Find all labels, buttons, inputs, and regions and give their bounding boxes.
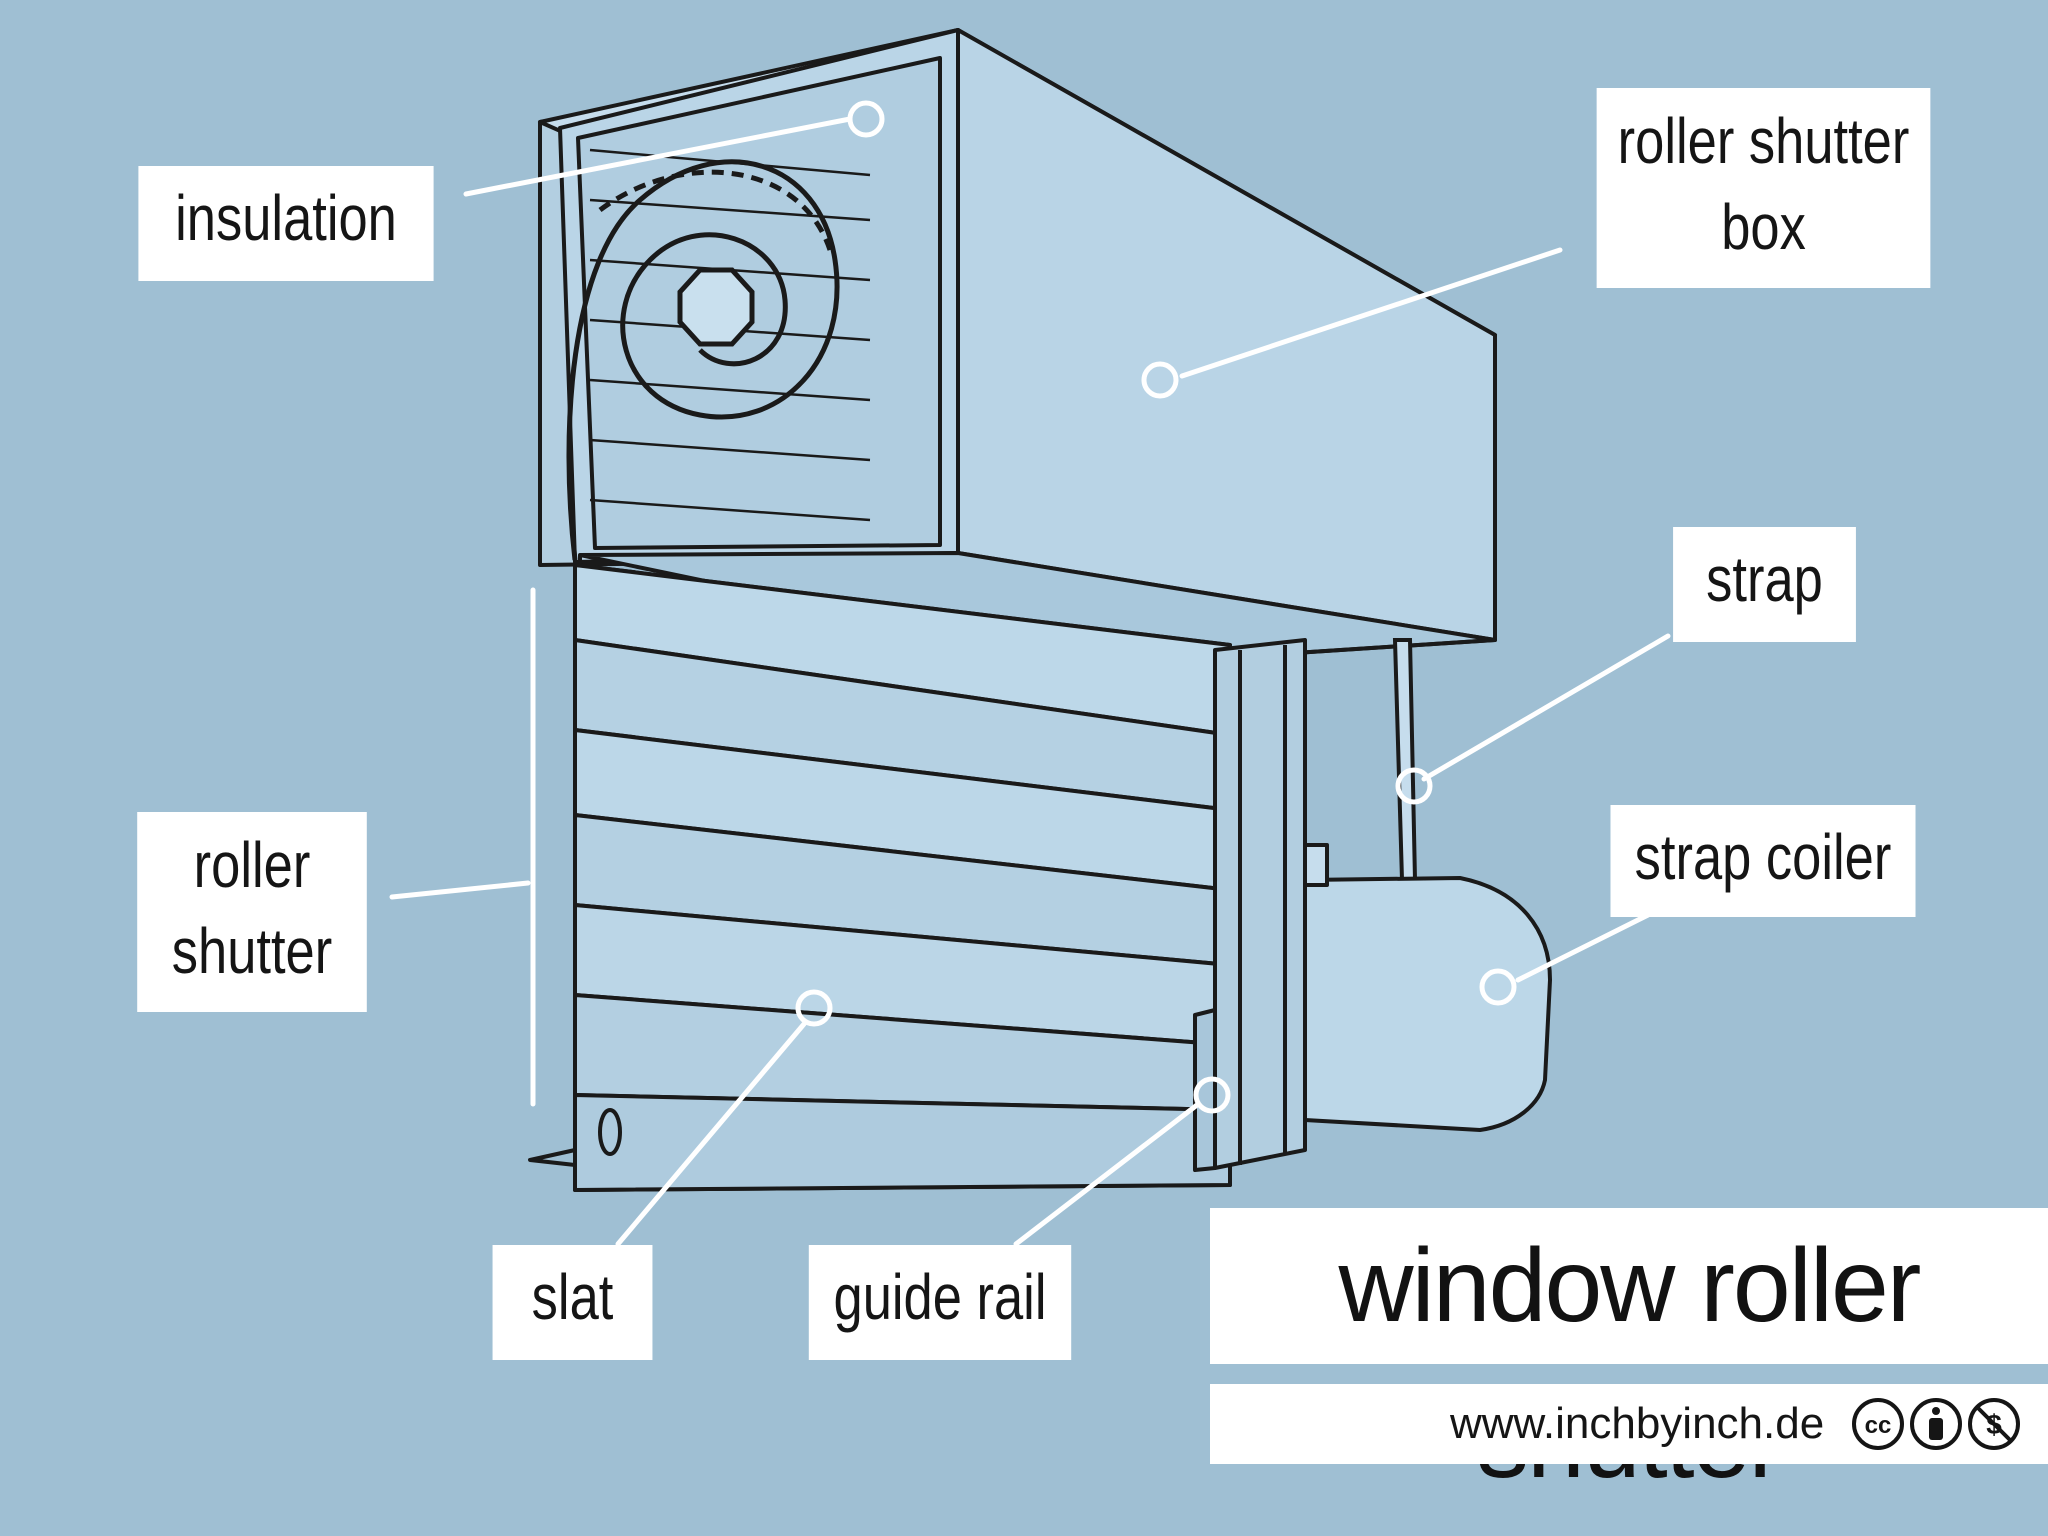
callout-points [795, 100, 1517, 1114]
diagram-title: window roller shutter [1210, 1208, 2048, 1500]
footer-bar: www.inchbyinch.de cc $ [1210, 1384, 2048, 1464]
label-guide-rail: guide rail [808, 1245, 1072, 1360]
strap-shape [1392, 638, 1418, 882]
label-roller-shutter-box: roller shutter box [1596, 88, 1931, 288]
label-slat: slat [492, 1245, 653, 1360]
leader-lines [389, 116, 1671, 1247]
callout-dot-insulation [847, 100, 885, 138]
cc-icon-text: cc [1865, 1412, 1892, 1439]
strap-coiler-shape [1303, 843, 1552, 1132]
callout-dot-coiler [1479, 968, 1517, 1006]
label-strap: strap [1673, 527, 1856, 642]
label-roller-shutter: roller shutter [137, 812, 367, 1012]
callout-dot-rail [1193, 1076, 1231, 1114]
guide-rail-shape [1193, 638, 1307, 1172]
coiled-shutter [566, 159, 840, 561]
website-link[interactable]: www.inchbyinch.de [1450, 1399, 1825, 1448]
callout-dot-strap [1395, 767, 1433, 805]
license-badges: cc $ [1852, 1398, 2020, 1450]
callout-dot-box [1141, 361, 1179, 399]
label-insulation: insulation [138, 166, 434, 281]
label-strap-coiler: strap coiler [1610, 805, 1916, 917]
callout-dot-slat [795, 989, 833, 1027]
cc-icon [1852, 1398, 1904, 1450]
shutter-slats [528, 563, 1232, 1192]
roller-shutter-box [538, 28, 1497, 667]
